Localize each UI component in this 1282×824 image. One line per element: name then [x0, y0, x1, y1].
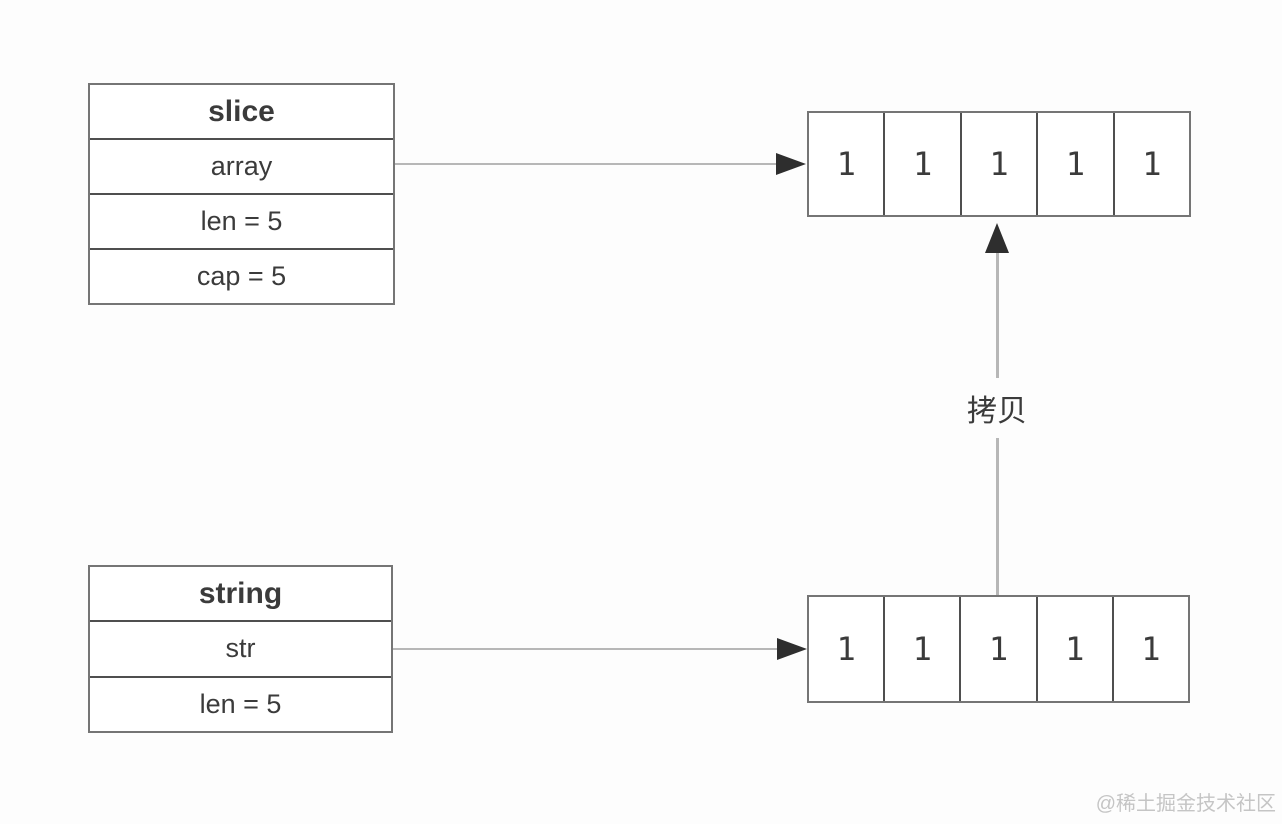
arrow-head-right-icon: [777, 638, 807, 660]
slice-field-cap: cap = 5: [90, 250, 393, 303]
string-field-str: str: [90, 622, 391, 678]
array-cell: 1: [809, 597, 886, 701]
array-cell: 1: [1038, 113, 1115, 215]
arrow-line: [393, 648, 777, 650]
arrow-head-up-icon: [985, 223, 1009, 253]
arrow-head-right-icon: [776, 153, 806, 175]
string-field-len: len = 5: [90, 677, 391, 731]
string-struct-table: string str len = 5: [88, 565, 393, 733]
watermark: @稀土掘金技术社区: [1095, 793, 1276, 815]
array-cell: 1: [885, 597, 962, 701]
copy-arrow-label: 拷贝: [963, 378, 1031, 438]
slice-backing-array: 1 1 1 1 1: [807, 111, 1191, 217]
slice-field-len: len = 5: [90, 195, 393, 250]
array-cell: 1: [1114, 113, 1190, 215]
slice-field-array: array: [90, 140, 393, 195]
slice-struct-table: slice array len = 5 cap = 5: [88, 83, 395, 305]
string-backing-array: 1 1 1 1 1: [807, 595, 1190, 703]
arrow-line: [395, 163, 777, 165]
array-cell: 1: [809, 113, 886, 215]
array-cell: 1: [885, 113, 962, 215]
array-cell: 1: [1113, 597, 1189, 701]
slice-table-title: slice: [90, 85, 393, 140]
string-table-title: string: [90, 567, 391, 623]
array-cell: 1: [961, 597, 1038, 701]
array-cell: 1: [1037, 597, 1114, 701]
array-cell: 1: [961, 113, 1039, 215]
